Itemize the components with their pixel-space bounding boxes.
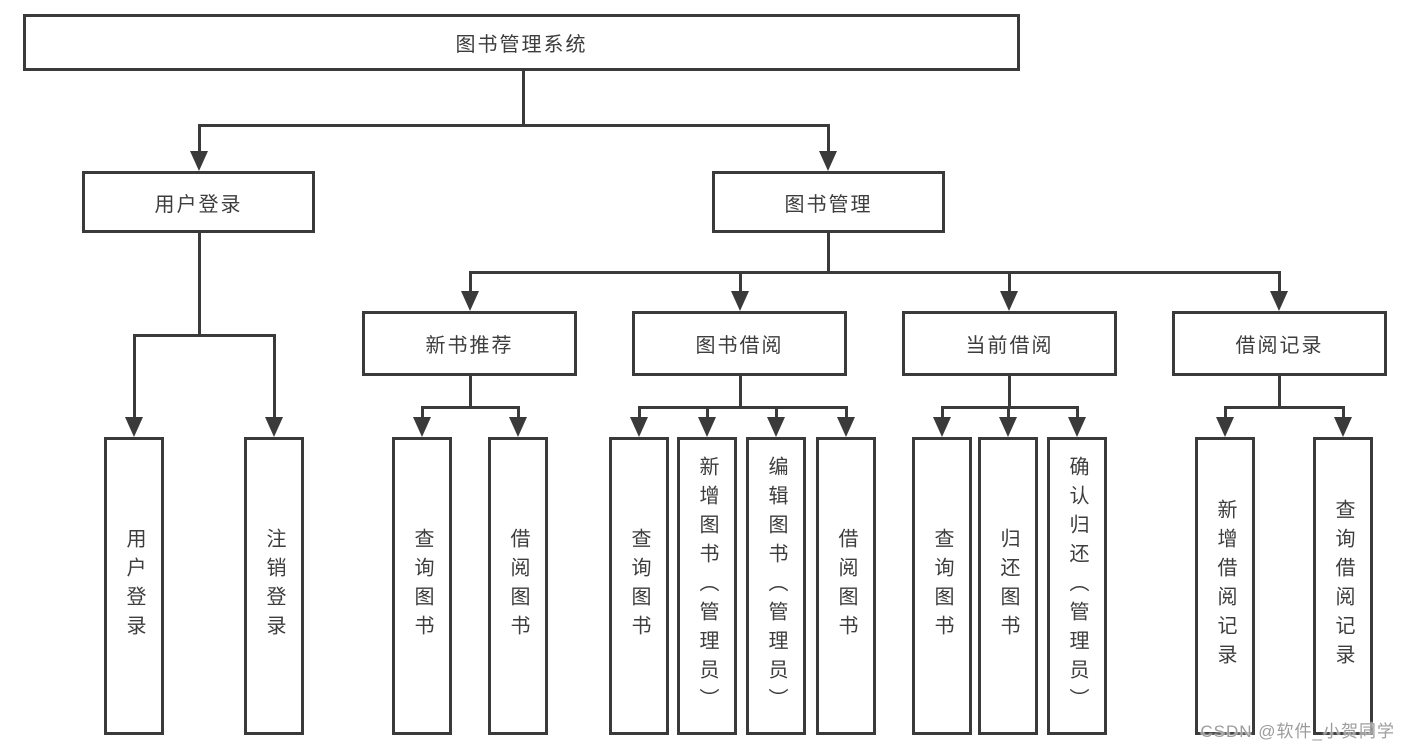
arrow-down-icon (461, 291, 479, 311)
leaf-user-login-label: 用户登录 (123, 528, 145, 644)
leaf-borrow-borrow-books: 借阅图书 (816, 437, 876, 735)
leaf-recommend-query-books: 查询图书 (392, 437, 452, 735)
connector-horizontal-line (468, 270, 1281, 274)
connector-horizontal-line (420, 405, 520, 409)
arrow-down-icon (413, 417, 431, 437)
node-book-management: 图书管理 (712, 171, 945, 233)
connector-vertical-line (738, 376, 742, 407)
connector-vertical-line (1277, 376, 1281, 407)
arrow-down-icon (190, 151, 208, 171)
connector-drop-line (272, 335, 276, 421)
leaf-borrow-edit-books-admin: 编辑图书（管理员） (746, 437, 806, 735)
leaf-current-query-books-label: 查询图书 (931, 528, 953, 644)
leaf-borrow-add-books-admin: 新增图书（管理员） (677, 437, 737, 735)
leaf-records-query-record-label: 查询借阅记录 (1332, 499, 1354, 673)
leaf-borrow-query-books-label: 查询图书 (628, 528, 650, 644)
leaf-recommend-borrow-books: 借阅图书 (488, 437, 548, 735)
leaf-recommend-query-books-label: 查询图书 (411, 528, 433, 644)
leaf-recommend-borrow-books-label: 借阅图书 (507, 528, 529, 644)
connector-drop-line (774, 407, 778, 421)
connector-drop-line (468, 272, 472, 295)
connector-vertical-line (468, 376, 472, 407)
connector-drop-line (420, 407, 424, 421)
arrow-down-icon (1270, 291, 1288, 311)
arrow-down-icon (698, 417, 716, 437)
leaf-logout-label: 注销登录 (263, 528, 285, 644)
arrow-down-icon (1000, 291, 1018, 311)
leaf-records-query-record: 查询借阅记录 (1313, 437, 1373, 735)
connector-horizontal-line (940, 405, 1079, 409)
connector-drop-line (1007, 272, 1011, 295)
connector-drop-line (1277, 272, 1281, 295)
connector-horizontal-line (1223, 405, 1345, 409)
connector-vertical-line (521, 71, 525, 125)
leaf-logout: 注销登录 (244, 437, 304, 735)
node-new-book-recommend: 新书推荐 (362, 311, 577, 376)
connector-drop-line (1223, 407, 1227, 421)
node-book-borrow: 图书借阅 (632, 311, 847, 376)
leaf-borrow-borrow-books-label: 借阅图书 (835, 528, 857, 644)
connector-drop-line (738, 272, 742, 295)
leaf-current-return-books: 归还图书 (978, 437, 1038, 735)
connector-vertical-line (197, 233, 201, 335)
node-user-login: 用户登录 (82, 171, 315, 233)
leaf-records-add-record: 新增借阅记录 (1195, 437, 1255, 735)
connector-drop-line (1006, 407, 1010, 421)
connector-drop-line (844, 407, 848, 421)
arrow-down-icon (509, 417, 527, 437)
csdn-watermark: CSDN @软件_小贺同学 (1200, 722, 1395, 741)
arrow-down-icon (819, 151, 837, 171)
connector-drop-line (132, 335, 136, 421)
node-current-borrow: 当前借阅 (902, 311, 1117, 376)
node-borrow-records: 借阅记录 (1172, 311, 1387, 376)
connector-horizontal-line (197, 123, 830, 127)
arrow-down-icon (1216, 417, 1234, 437)
leaf-borrow-edit-books-admin-label: 编辑图书（管理员） (765, 455, 787, 717)
connector-drop-line (637, 407, 641, 421)
arrow-down-icon (630, 417, 648, 437)
arrow-down-icon (837, 417, 855, 437)
leaf-user-login: 用户登录 (104, 437, 164, 735)
arrow-down-icon (999, 417, 1017, 437)
node-library-management-system: 图书管理系统 (23, 14, 1020, 71)
connector-horizontal-line (132, 333, 276, 337)
connector-drop-line (826, 125, 830, 155)
arrow-down-icon (933, 417, 951, 437)
connector-horizontal-line (637, 405, 848, 409)
leaf-current-confirm-return-admin: 确认归还（管理员） (1047, 437, 1107, 735)
arrow-down-icon (731, 291, 749, 311)
leaf-borrow-query-books: 查询图书 (609, 437, 669, 735)
leaf-records-add-record-label: 新增借阅记录 (1214, 499, 1236, 673)
connector-drop-line (1341, 407, 1345, 421)
connector-vertical-line (1007, 376, 1011, 407)
arrow-down-icon (767, 417, 785, 437)
leaf-borrow-add-books-admin-label: 新增图书（管理员） (696, 455, 718, 717)
leaf-current-return-books-label: 归还图书 (997, 528, 1019, 644)
arrow-down-icon (1068, 417, 1086, 437)
connector-drop-line (516, 407, 520, 421)
leaf-current-query-books: 查询图书 (912, 437, 972, 735)
arrow-down-icon (265, 417, 283, 437)
connector-drop-line (197, 125, 201, 155)
leaf-current-confirm-return-admin-label: 确认归还（管理员） (1066, 455, 1088, 717)
connector-drop-line (940, 407, 944, 421)
connector-vertical-line (826, 233, 830, 272)
connector-drop-line (705, 407, 709, 421)
arrow-down-icon (125, 417, 143, 437)
arrow-down-icon (1334, 417, 1352, 437)
connector-drop-line (1075, 407, 1079, 421)
